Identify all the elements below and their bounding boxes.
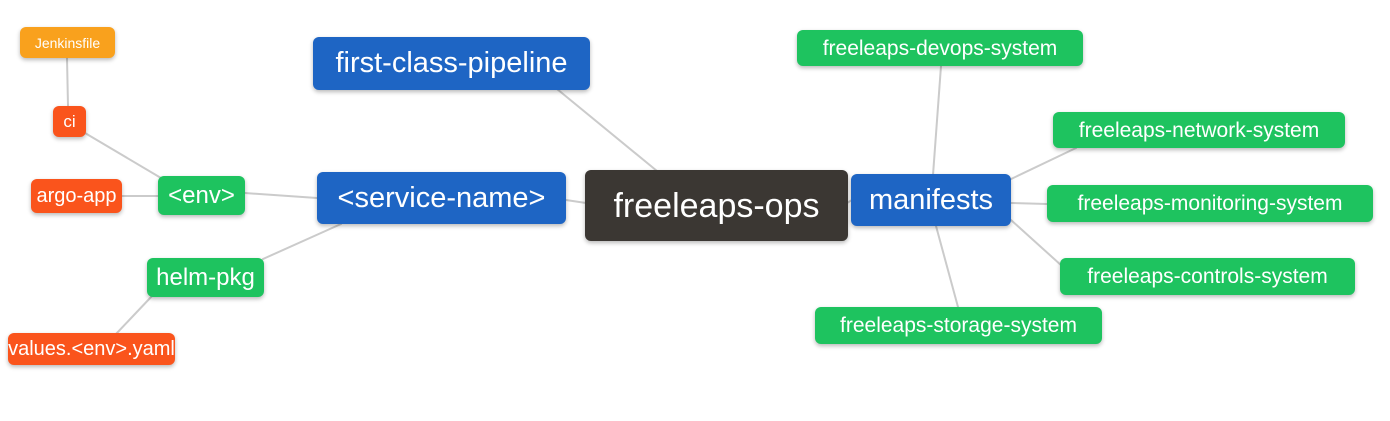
edge-manifests-to-freeleaps-controls-system <box>1010 219 1063 267</box>
node-freeleaps-devops-system[interactable]: freeleaps-devops-system <box>797 30 1083 66</box>
node-first-class-pipeline[interactable]: first-class-pipeline <box>313 37 590 90</box>
edge-first-class-pipeline-to-freeleaps-ops <box>556 88 658 172</box>
edge-service-name-to-helm-pkg <box>262 223 342 260</box>
node-freeleaps-controls-system[interactable]: freeleaps-controls-system <box>1060 258 1355 295</box>
node-freeleaps-storage-system[interactable]: freeleaps-storage-system <box>815 307 1102 344</box>
node-manifests[interactable]: manifests <box>851 174 1011 226</box>
node-env[interactable]: <env> <box>158 176 245 215</box>
edge-manifests-to-freeleaps-storage-system <box>935 225 959 308</box>
edge-env-to-service-name <box>244 192 318 199</box>
edge-service-name-to-freeleaps-ops <box>565 199 587 204</box>
node-values-env-yaml[interactable]: values.<env>.yaml <box>8 333 175 365</box>
edge-manifests-to-freeleaps-devops-system <box>932 65 942 176</box>
edge-helm-pkg-to-values-env-yaml <box>115 295 153 335</box>
node-freeleaps-ops[interactable]: freeleaps-ops <box>585 170 848 241</box>
edge-ci-to-env <box>84 132 162 179</box>
node-jenkinsfile[interactable]: Jenkinsfile <box>20 27 115 58</box>
node-service-name[interactable]: <service-name> <box>317 172 566 224</box>
edge-jenkinsfile-to-ci <box>66 57 69 107</box>
node-freeleaps-network-system[interactable]: freeleaps-network-system <box>1053 112 1345 148</box>
edge-manifests-to-freeleaps-monitoring-system <box>1010 202 1048 205</box>
node-ci[interactable]: ci <box>53 106 86 137</box>
node-helm-pkg[interactable]: helm-pkg <box>147 258 264 297</box>
node-freeleaps-monitoring-system[interactable]: freeleaps-monitoring-system <box>1047 185 1373 222</box>
node-argo-app[interactable]: argo-app <box>31 179 122 213</box>
edge-manifests-to-freeleaps-network-system <box>1008 147 1077 181</box>
